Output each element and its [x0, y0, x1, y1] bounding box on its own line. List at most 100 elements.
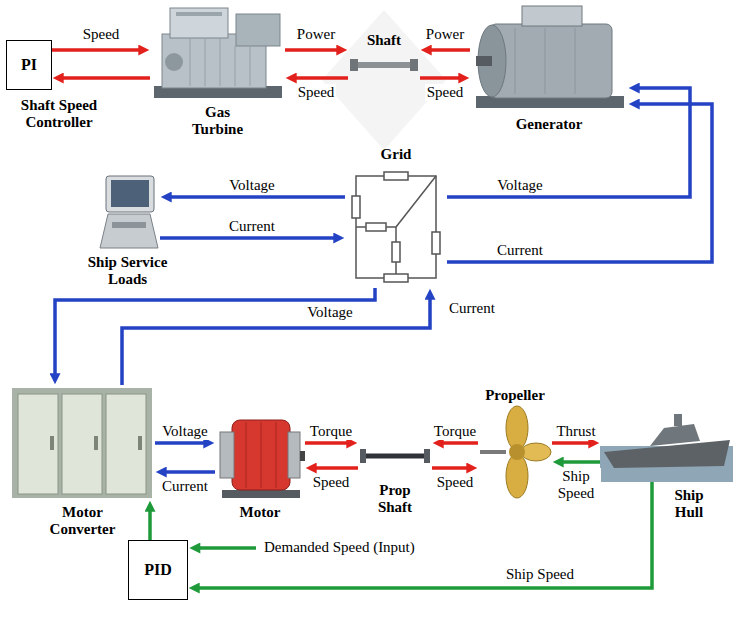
- gas-turbine-picture: [235, 46, 236, 86]
- signal-arrow: [122, 296, 430, 385]
- shaft-picture: [354, 62, 414, 68]
- signal-label: Current: [495, 242, 545, 259]
- controller-name: PID: [144, 561, 172, 579]
- component-picture: Generator: [470, 2, 628, 112]
- prop-shaft-picture: [360, 449, 430, 463]
- generator-picture: [490, 24, 612, 98]
- component-label: Grid: [381, 146, 412, 163]
- grid-network-picture: [396, 176, 436, 227]
- signal-label: Thrust: [554, 423, 597, 440]
- gas-turbine-picture: [170, 8, 228, 38]
- propeller-picture: [509, 444, 525, 460]
- ship-service-loads-picture: [100, 214, 158, 248]
- gas-turbine-picture: [154, 8, 282, 98]
- grid-network-picture: [432, 232, 440, 254]
- grid-network-picture: [392, 242, 400, 262]
- signal-arrow: [293, 76, 348, 80]
- component-label: Shaft Speed Controller: [3, 97, 115, 130]
- signal-label: Torque: [432, 423, 478, 440]
- prop-shaft-picture: [360, 449, 366, 463]
- prop-shaft-picture: [364, 454, 426, 459]
- gas-turbine-picture: [236, 14, 280, 46]
- shaft-picture: [410, 59, 418, 71]
- motor-picture: [300, 451, 305, 461]
- signal-label: Speed: [296, 84, 337, 101]
- generator-picture: [545, 28, 546, 94]
- grid-network-picture: [356, 176, 436, 278]
- component-picture: Grid: [345, 165, 447, 288]
- component-picture: Prop Shaft: [358, 436, 432, 476]
- ship-service-loads-picture: [112, 222, 146, 228]
- generator-picture: [522, 6, 582, 26]
- motor-picture: [220, 432, 234, 478]
- gas-turbine-picture: [190, 38, 191, 86]
- component-picture: Gas Turbine: [150, 4, 285, 100]
- controller-box: PID: [128, 540, 188, 600]
- propeller-picture: [506, 406, 528, 450]
- propeller-picture: [506, 454, 528, 498]
- signal-label: Voltage: [227, 177, 277, 194]
- generator-picture: [575, 28, 576, 94]
- signal-label: Current: [447, 300, 497, 317]
- motor-picture: [220, 420, 305, 498]
- grid-network-picture: [384, 172, 408, 180]
- ship-hull-picture: [600, 414, 733, 482]
- ship-service-loads-picture: [106, 176, 154, 212]
- controller-name: PI: [21, 56, 37, 74]
- signal-label: Ship Speed: [504, 566, 576, 583]
- component-label: Motor: [240, 504, 281, 521]
- demanded-speed-arrow: [197, 548, 256, 549]
- signal-arrow: [560, 460, 600, 464]
- signal-label: Speed: [425, 84, 466, 101]
- grid-network-picture: [356, 227, 396, 278]
- component-label: Generator: [516, 116, 583, 133]
- shaft-picture: [350, 59, 418, 71]
- signal-label: Current: [227, 218, 277, 235]
- component-label: Propeller: [485, 387, 545, 404]
- signal-arrow: [155, 441, 207, 445]
- component-label: Ship Service Loads: [72, 254, 184, 287]
- propeller-picture: [480, 450, 506, 454]
- ship-service-loads-picture: [111, 180, 149, 207]
- motor-converter-picture: [50, 436, 54, 450]
- signal-arrow: [552, 441, 592, 445]
- component-label: Shaft: [367, 32, 401, 49]
- signal-label: Voltage: [305, 304, 355, 321]
- motor-picture: [222, 490, 300, 498]
- ship-hull-picture: [650, 424, 700, 446]
- demanded-speed-arrow: [197, 546, 256, 550]
- component-picture: Motor Converter: [10, 385, 155, 500]
- motor-picture: [261, 422, 262, 488]
- signal-label: Speed: [435, 474, 476, 491]
- signal-label: Ship Speed: [551, 468, 601, 502]
- component-label: Ship Hull: [666, 487, 712, 520]
- signal-label: Torque: [308, 423, 354, 440]
- signal-arrow: [305, 441, 350, 445]
- gas-turbine-picture: [165, 53, 183, 71]
- signal-label: Power: [295, 26, 337, 43]
- signal-label: Voltage: [160, 423, 210, 440]
- motor-converter-picture: [94, 436, 98, 450]
- generator-picture: [476, 6, 624, 108]
- input-label: Demanded Speed (Input): [262, 539, 417, 556]
- component-label: Gas Turbine: [181, 104, 255, 137]
- component-picture: Propeller: [478, 405, 552, 500]
- signal-arrow: [163, 470, 215, 474]
- signal-arrow: [148, 508, 152, 540]
- signal-arrow: [60, 76, 150, 80]
- signal-label: Power: [424, 26, 466, 43]
- motor-picture: [276, 422, 277, 488]
- generator-picture: [476, 56, 492, 66]
- signal-arrow: [160, 236, 337, 240]
- motor-converter-picture: [62, 394, 102, 494]
- propeller-picture: [521, 443, 551, 461]
- signal-arrow: [313, 466, 358, 470]
- signal-label: Current: [160, 478, 210, 495]
- gas-turbine-picture: [220, 38, 221, 86]
- motor-converter-picture: [12, 388, 152, 498]
- grid-network-picture: [366, 223, 386, 231]
- generator-picture: [515, 28, 516, 94]
- shaft-picture: [350, 59, 358, 71]
